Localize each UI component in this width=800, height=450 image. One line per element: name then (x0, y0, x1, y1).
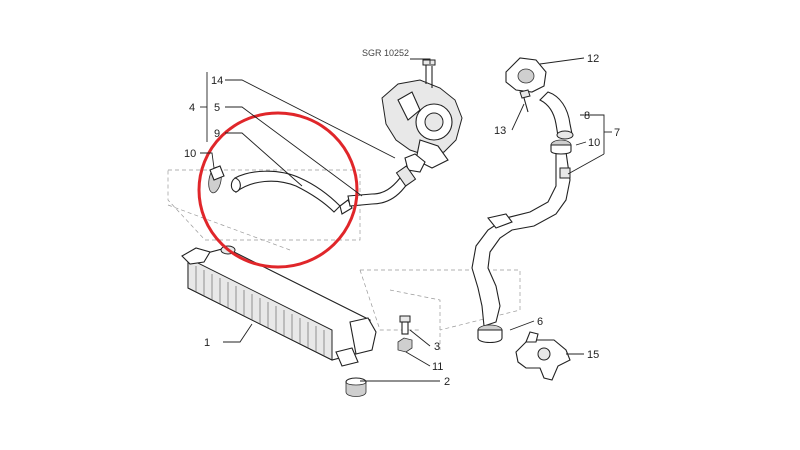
clamp-10-left (208, 165, 225, 194)
hose-8 (539, 91, 574, 140)
callout-4: 4 (189, 102, 195, 114)
bracket-15 (515, 331, 571, 381)
rubber-mount-2 (345, 377, 367, 397)
pipe-5 (347, 165, 417, 207)
callout-10-left: 10 (184, 148, 196, 160)
assembly-guide-lines (167, 169, 521, 350)
callout-5: 5 (214, 102, 220, 114)
intercooler-fins (195, 266, 325, 356)
callout-12: 12 (587, 53, 599, 65)
nut-11 (397, 337, 413, 353)
intercooler (181, 245, 377, 367)
hose-9 (230, 170, 353, 215)
flange-12 (505, 57, 547, 93)
callout-7: 7 (614, 127, 620, 139)
callout-8: 8 (584, 110, 590, 122)
bolt-3 (399, 315, 411, 335)
callout-13: 13 (494, 125, 506, 137)
clamp-6 (477, 324, 503, 344)
leader-lines (200, 57, 612, 382)
callout-10-right: 10 (588, 137, 600, 149)
callout-3: 3 (434, 341, 440, 353)
clamp-10-right (550, 139, 572, 155)
reference-code: SGR 10252 (362, 48, 409, 58)
callout-11: 11 (432, 361, 443, 373)
callout-labels: 14 4 5 9 10 1 2 3 11 6 15 12 13 8 7 10 (184, 53, 620, 388)
highlight-circle (197, 111, 359, 269)
callout-6: 6 (537, 316, 543, 328)
callout-15: 15 (587, 349, 599, 361)
callout-14: 14 (211, 75, 223, 87)
callout-1: 1 (204, 337, 210, 349)
turbocharger (381, 59, 463, 173)
duct-7 (471, 151, 571, 327)
callout-2: 2 (444, 376, 450, 388)
bolt-13 (519, 89, 531, 113)
callout-9: 9 (214, 128, 220, 140)
